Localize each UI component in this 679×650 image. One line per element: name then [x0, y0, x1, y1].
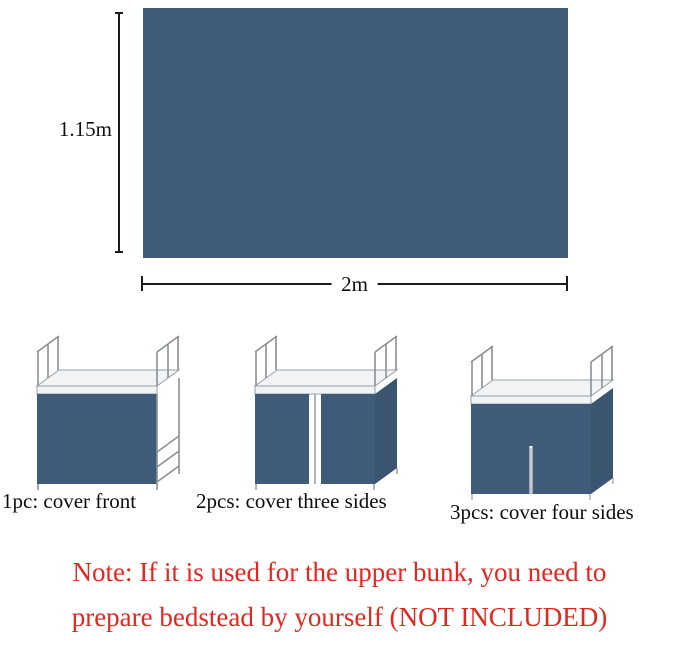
curtain-front-right-panel [321, 394, 375, 484]
note-line-1: Note: If it is used for the upper bunk, … [72, 557, 607, 587]
bed-frame-legs [471, 448, 614, 500]
head-rail-icon [470, 345, 494, 396]
height-dimension-label: 1.15m [58, 117, 112, 141]
note-line-2: prepare bedstead by yourself (NOT INCLUD… [71, 602, 608, 632]
mattress-edge [254, 385, 376, 395]
bunk-bed-2pcs-illustration [253, 335, 399, 490]
height-dimension-line [115, 12, 123, 253]
curtain-side-panel [591, 388, 613, 494]
dimension-tick [115, 12, 123, 14]
mattress-edge [36, 385, 158, 395]
fabric-panel-illustration [143, 8, 568, 258]
foot-rail-icon [374, 335, 398, 386]
foot-rail-icon [156, 335, 180, 386]
width-dimension-line: 2m [141, 272, 568, 297]
head-rail-icon [36, 335, 60, 386]
mattress-edge [470, 395, 592, 405]
head-rail-icon [254, 335, 278, 386]
dimension-tick [115, 251, 123, 253]
option-label-1pc: 1pc: cover front [2, 489, 137, 513]
dimension-endcap [566, 276, 568, 291]
bed-frame-legs [255, 394, 398, 490]
fabric-rectangle [143, 8, 568, 258]
bunk-bed-1pc-illustration [35, 335, 181, 490]
bunk-bed-3pcs-illustration [469, 345, 615, 500]
width-dimension-label: 2m [331, 272, 378, 297]
option-label-3pcs: 3pcs: cover four sides [450, 500, 634, 524]
curtain-front-left-panel [255, 394, 309, 484]
option-label-2pcs: 2pcs: cover three sides [196, 489, 387, 513]
foot-rail-icon [590, 345, 614, 396]
curtain-side-panel [375, 378, 397, 484]
bed-frame-legs [37, 378, 180, 490]
curtain-front-panel [37, 394, 157, 484]
dimension-endcap [141, 276, 143, 291]
